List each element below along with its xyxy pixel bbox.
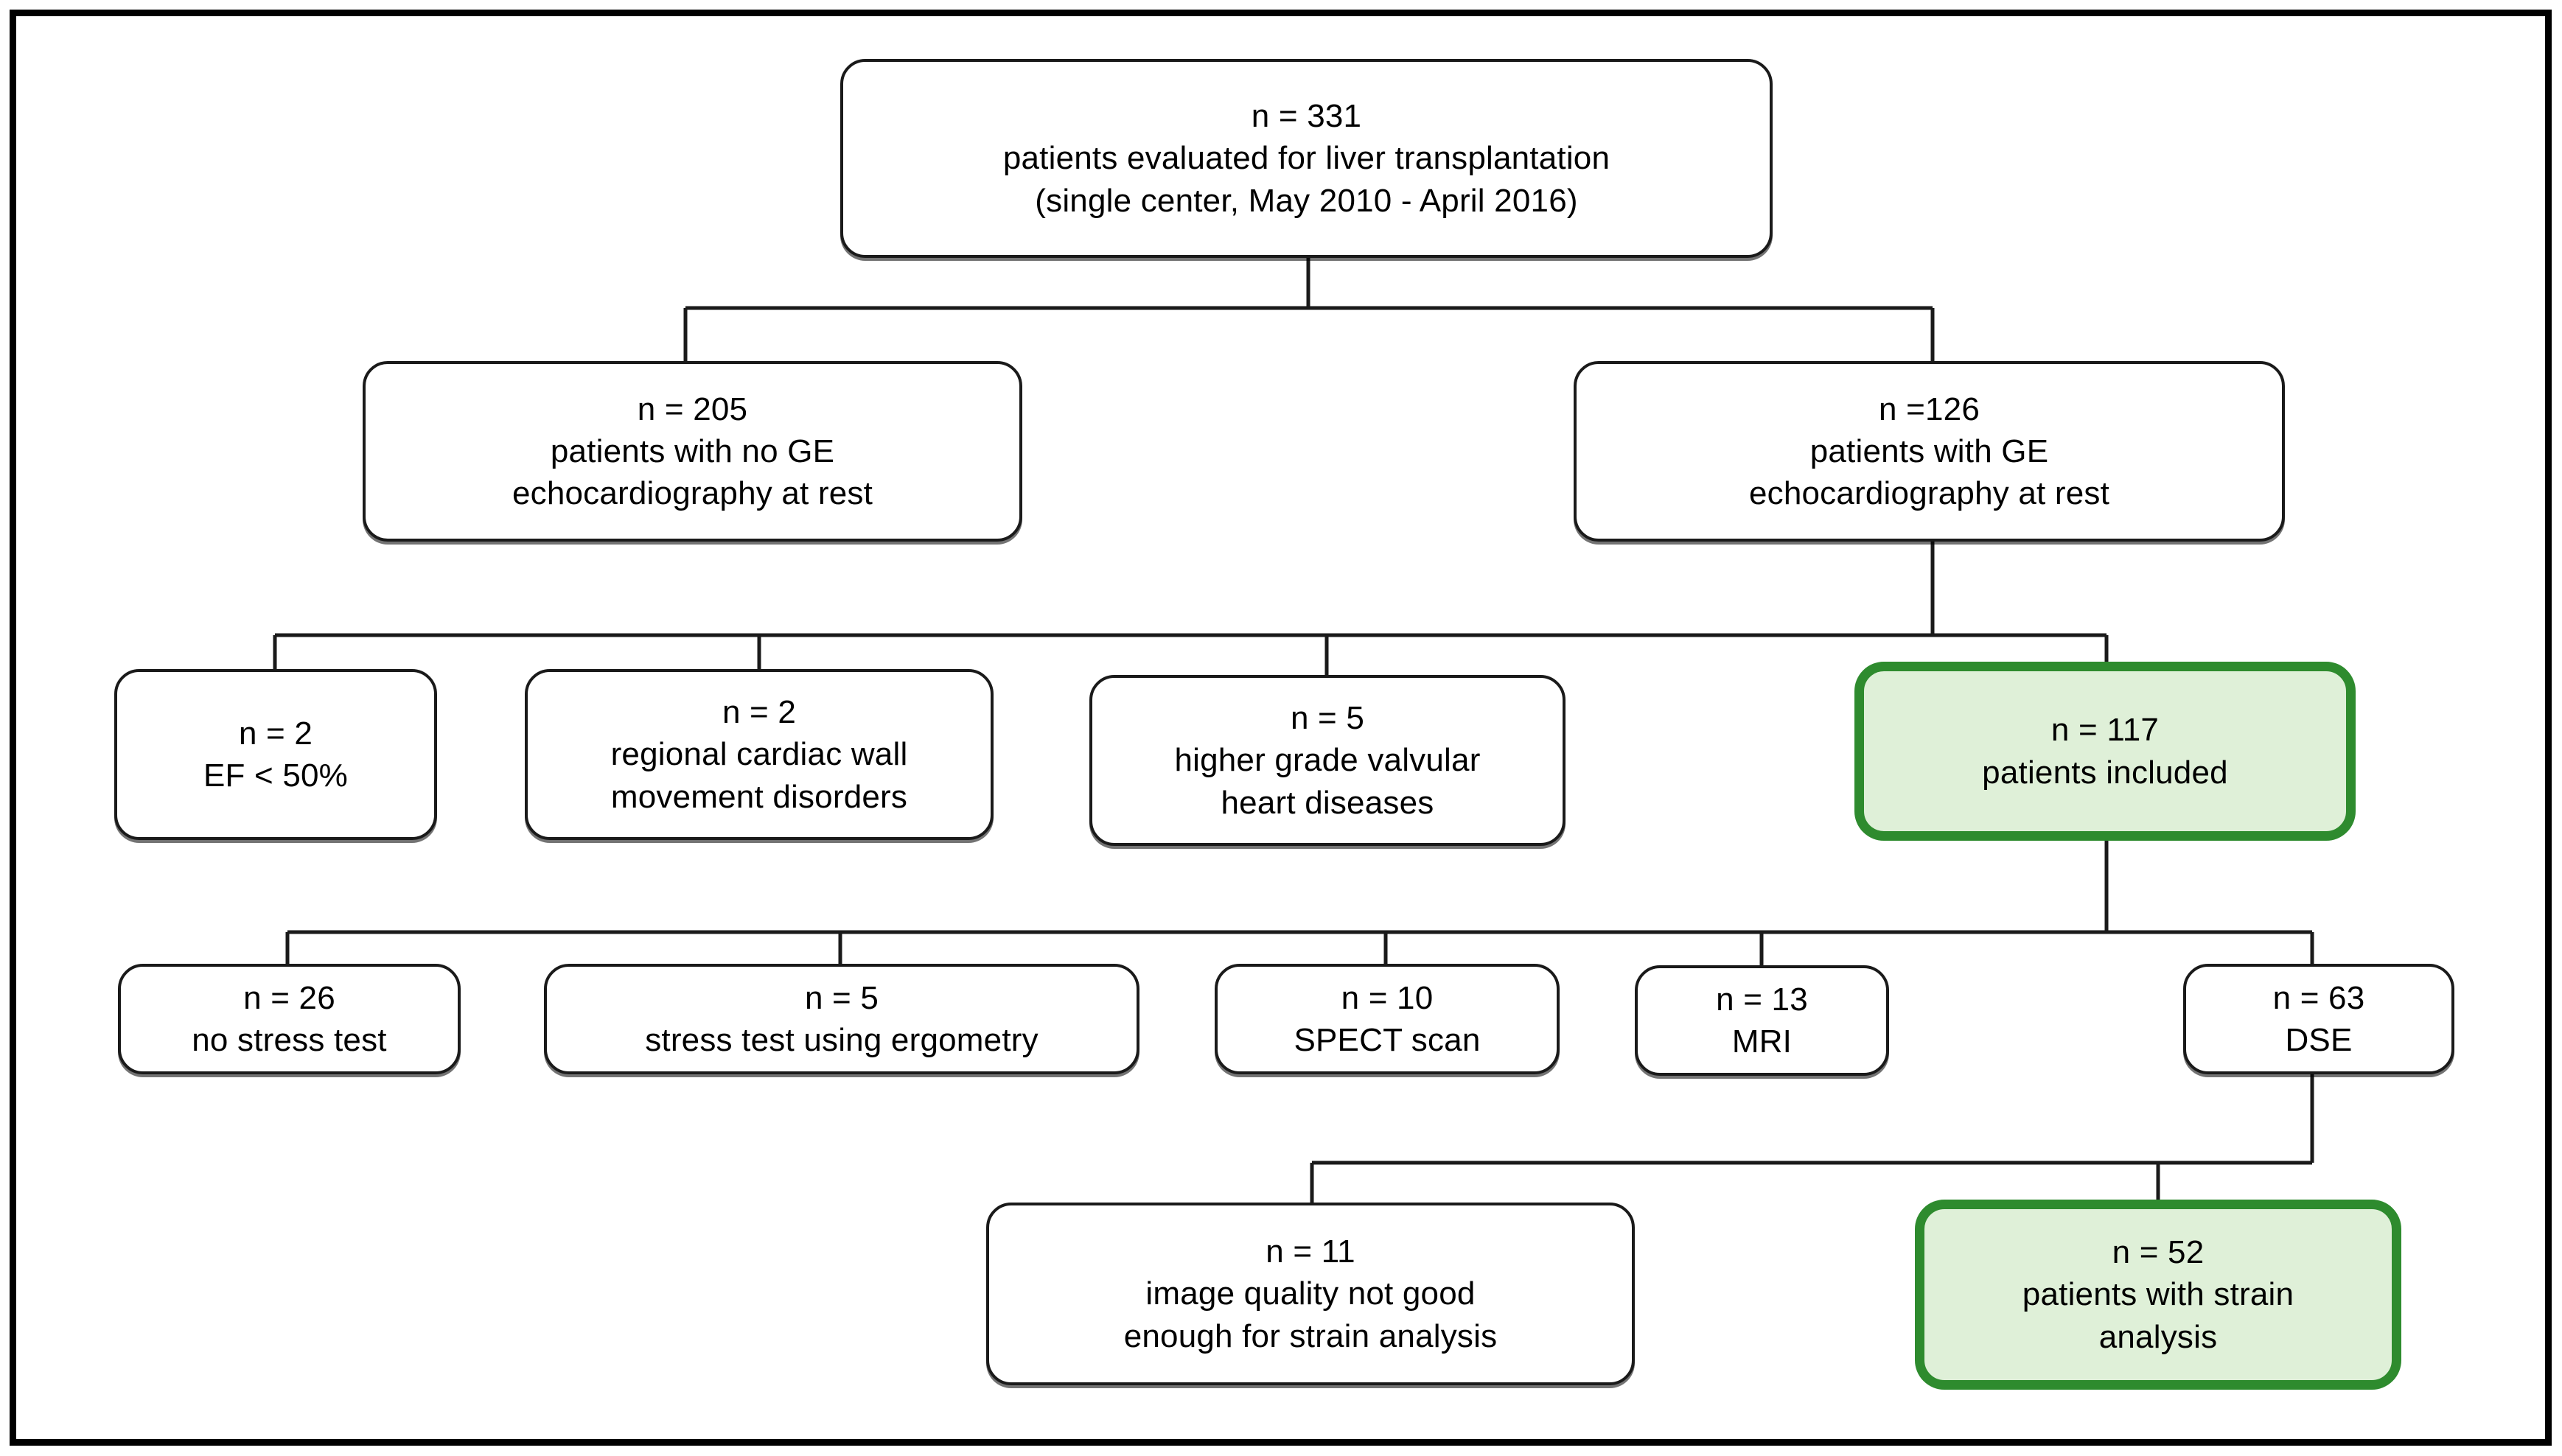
node-patients-included[interactable]: n = 117 patients included (1854, 662, 2356, 841)
node-mri[interactable]: n = 13 MRI (1635, 965, 1889, 1076)
node-line: n = 11 (1266, 1233, 1355, 1270)
node-line: (single center, May 2010 - April 2016) (1035, 182, 1578, 219)
node-spect-scan[interactable]: n = 10 SPECT scan (1215, 964, 1560, 1074)
node-line: SPECT scan (1294, 1022, 1481, 1058)
node-total-evaluated[interactable]: n = 331 patients evaluated for liver tra… (840, 59, 1773, 258)
node-ge-echo[interactable]: n =126 patients with GE echocardiography… (1574, 361, 2285, 542)
node-line: n = 5 (804, 979, 879, 1016)
node-line: regional cardiac wall (610, 736, 908, 773)
node-line: EF < 50% (203, 757, 349, 794)
node-line: higher grade valvular (1174, 742, 1481, 779)
node-no-ge-echo[interactable]: n = 205 patients with no GE echocardiogr… (363, 361, 1022, 542)
node-line: n =126 (1878, 391, 1980, 427)
node-line: MRI (1731, 1023, 1793, 1060)
node-line: patients included (1982, 754, 2228, 791)
node-line: patients with GE (1809, 433, 2049, 469)
node-line: n = 13 (1716, 981, 1808, 1018)
node-line: n = 331 (1251, 98, 1362, 135)
node-line: n = 2 (238, 715, 313, 752)
node-line: movement disorders (610, 778, 908, 815)
node-line: n = 63 (2272, 979, 2365, 1016)
node-line: stress test using ergometry (645, 1022, 1039, 1058)
node-stress-test-ergometry[interactable]: n = 5 stress test using ergometry (544, 964, 1139, 1074)
node-patients-with-strain-analysis[interactable]: n = 52 patients with strain analysis (1915, 1200, 2401, 1390)
node-line: patients with no GE (550, 433, 835, 469)
node-line: analysis (2098, 1318, 2218, 1355)
node-dse[interactable]: n = 63 DSE (2183, 964, 2454, 1074)
node-line: n = 10 (1341, 979, 1434, 1016)
node-regional-wall-motion[interactable]: n = 2 regional cardiac wall movement dis… (525, 669, 994, 840)
node-line: n = 5 (1290, 700, 1365, 737)
node-line: n = 26 (243, 979, 335, 1016)
node-line: patients with strain (2022, 1276, 2294, 1313)
node-line: echocardiography at rest (512, 475, 873, 512)
node-line: n = 205 (637, 391, 748, 427)
node-valvular-disease[interactable]: n = 5 higher grade valvular heart diseas… (1089, 675, 1566, 846)
node-line: no stress test (192, 1022, 387, 1058)
node-line: heart diseases (1221, 784, 1434, 821)
node-ef-under-50[interactable]: n = 2 EF < 50% (114, 669, 437, 840)
node-line: enough for strain analysis (1123, 1317, 1498, 1354)
node-line: n = 117 (2050, 712, 2160, 749)
node-poor-image-quality[interactable]: n = 11 image quality not good enough for… (986, 1203, 1635, 1385)
node-line: n = 2 (722, 694, 797, 731)
node-line: echocardiography at rest (1748, 475, 2110, 512)
node-line: patients evaluated for liver transplanta… (1002, 140, 1610, 177)
node-line: DSE (2285, 1022, 2353, 1058)
node-line: n = 52 (2112, 1234, 2205, 1271)
node-no-stress-test[interactable]: n = 26 no stress test (118, 964, 461, 1074)
node-line: image quality not good (1145, 1275, 1476, 1312)
